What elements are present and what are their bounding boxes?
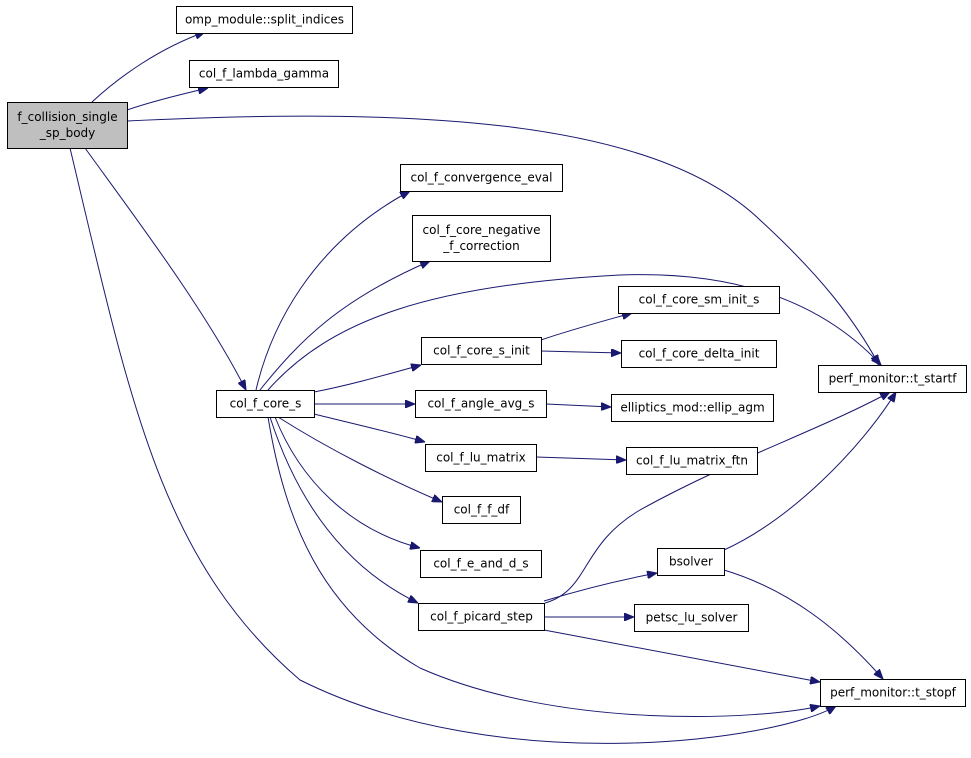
edge-cores-ffdf <box>277 416 442 502</box>
edge-root-startf <box>126 115 879 365</box>
node-box <box>415 390 547 418</box>
node-label: elliptics_mod::ellip_agm <box>620 401 764 415</box>
edge-angle-ellip <box>545 404 611 407</box>
node-box <box>621 340 777 368</box>
edge-root-cores <box>84 147 246 390</box>
node-box <box>420 550 542 578</box>
node-label: omp_module::split_indices <box>185 13 344 27</box>
node-ellip[interactable]: elliptics_mod::ellip_agm <box>611 394 774 422</box>
node-luftn[interactable]: col_f_lu_matrix_ftn <box>626 447 758 475</box>
edge-cores-sinit <box>313 365 421 393</box>
node-eands[interactable]: col_f_e_and_d_s <box>420 550 542 578</box>
node-label: perf_monitor::t_startf <box>829 372 958 386</box>
node-cores[interactable]: col_f_core_s <box>216 390 315 418</box>
edge-picard-stopf <box>543 629 820 682</box>
node-conv[interactable]: col_f_convergence_eval <box>400 164 563 192</box>
node-label: col_f_core_delta_init <box>639 347 760 361</box>
nodes: f_collision_single_sp_body omp_module::sp… <box>7 6 967 707</box>
node-box <box>657 548 725 576</box>
edge-picard-bsolver <box>543 573 657 602</box>
edge-lumat-luftn <box>535 457 626 460</box>
node-label: col_f_lambda_gamma <box>199 67 329 81</box>
node-label: col_f_core_s_init <box>433 344 530 358</box>
node-label: col_f_lu_matrix <box>436 451 526 465</box>
node-label: col_f_convergence_eval <box>410 171 552 185</box>
node-label: col_f_picard_step <box>430 610 533 624</box>
node-label: col_f_core_negative <box>423 223 541 237</box>
node-label: petsc_lu_solver <box>646 611 738 625</box>
node-picard[interactable]: col_f_picard_step <box>418 603 545 631</box>
edge-sinit-smins <box>540 313 632 341</box>
node-root[interactable]: f_collision_single _sp_body <box>7 102 128 149</box>
node-lambda[interactable]: col_f_lambda_gamma <box>189 60 339 88</box>
node-box <box>618 286 780 314</box>
edge-cores-picard <box>269 416 418 603</box>
node-lumat[interactable]: col_f_lu_matrix <box>425 444 537 472</box>
node-label: f_collision_single <box>17 110 117 124</box>
node-box <box>418 603 545 631</box>
edge-cores-negcorr <box>259 261 430 391</box>
edge-sinit-dinit <box>540 351 621 353</box>
node-ffdf[interactable]: col_f_f_df <box>442 496 521 524</box>
edge-picard-startf <box>544 392 890 604</box>
node-box <box>412 215 551 262</box>
node-label: col_f_lu_matrix_ftn <box>636 454 748 468</box>
node-negcorr[interactable]: col_f_core_negative _f_correction <box>412 215 551 262</box>
node-label: col_f_core_s <box>230 397 302 411</box>
edge-cores-conv <box>255 191 410 391</box>
node-stopf[interactable]: perf_monitor::t_stopf <box>820 679 966 707</box>
node-angle[interactable]: col_f_angle_avg_s <box>415 390 547 418</box>
node-startf[interactable]: perf_monitor::t_startf <box>818 365 967 393</box>
node-label: col_f_f_df <box>454 503 510 517</box>
node-box <box>189 60 339 88</box>
node-box <box>820 679 966 707</box>
edges <box>69 32 896 744</box>
node-label: col_f_angle_avg_s <box>427 397 534 411</box>
edge-root-lambda <box>126 88 208 111</box>
edge-bsolver-stopf <box>723 569 883 679</box>
node-dinit[interactable]: col_f_core_delta_init <box>621 340 777 368</box>
node-box <box>176 6 353 34</box>
edge-cores-eands <box>274 416 420 548</box>
node-label: perf_monitor::t_stopf <box>830 686 957 700</box>
node-label: col_f_e_and_d_s <box>433 557 528 571</box>
node-label: col_f_core_sm_init_s <box>639 293 760 307</box>
node-box <box>626 447 758 475</box>
node-box <box>818 365 967 393</box>
node-smins[interactable]: col_f_core_sm_init_s <box>618 286 780 314</box>
edge-bsolver-startf <box>723 392 896 551</box>
edge-root-split <box>91 32 205 103</box>
node-box <box>216 390 315 418</box>
node-box <box>421 337 542 365</box>
node-sinit[interactable]: col_f_core_s_init <box>421 337 542 365</box>
edge-root-stopf <box>69 147 836 744</box>
node-box <box>7 102 128 149</box>
node-box <box>400 164 563 192</box>
node-label: bsolver <box>669 555 713 569</box>
edge-cores-stopf <box>267 416 820 717</box>
node-petsc[interactable]: petsc_lu_solver <box>634 604 749 632</box>
edge-cores-lumat <box>313 413 425 442</box>
node-box <box>425 444 537 472</box>
node-label: _f_correction <box>442 239 520 253</box>
node-bsolver[interactable]: bsolver <box>657 548 725 576</box>
node-label: _sp_body <box>39 126 96 140</box>
node-box <box>634 604 749 632</box>
node-split[interactable]: omp_module::split_indices <box>176 6 353 34</box>
node-box <box>442 496 521 524</box>
node-box <box>611 394 774 422</box>
edge-cores-startf <box>267 274 881 391</box>
